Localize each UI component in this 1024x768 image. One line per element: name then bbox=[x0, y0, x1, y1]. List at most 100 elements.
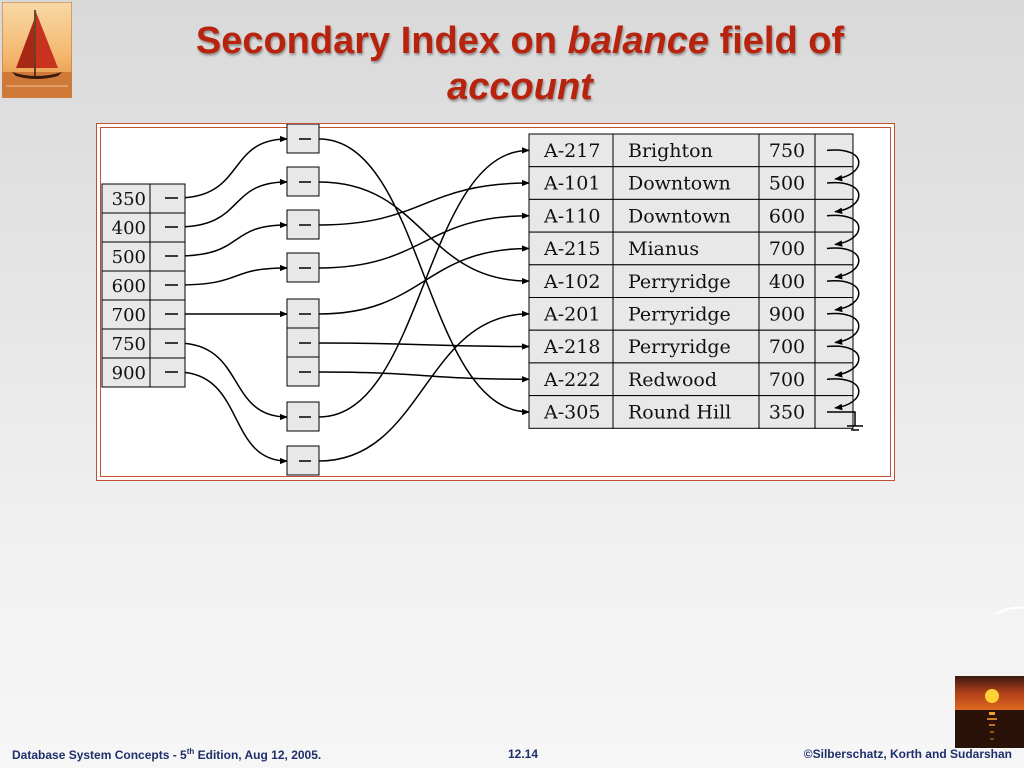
chain-arrow bbox=[826, 312, 860, 345]
account-number-text: A-110 bbox=[543, 205, 600, 227]
bucket-to-record-arrow bbox=[318, 310, 530, 462]
branch-name-cell bbox=[612, 395, 760, 429]
diagram-inner-border bbox=[100, 127, 891, 477]
index-key-label: 350 bbox=[112, 189, 146, 210]
balance-cell bbox=[758, 329, 816, 364]
account-number-text: A-222 bbox=[543, 369, 600, 391]
chain-arrow bbox=[826, 378, 860, 411]
branch-name-cell bbox=[612, 198, 760, 233]
pointer-chain bbox=[826, 149, 863, 431]
branch-name-text: Perryridge bbox=[628, 336, 731, 358]
chain-pointer-cell bbox=[814, 362, 854, 397]
account-number-text: A-102 bbox=[543, 271, 600, 293]
balance-cell bbox=[758, 133, 816, 168]
chain-arrow bbox=[826, 214, 860, 247]
index-key-label: 600 bbox=[112, 276, 146, 297]
balance-cell bbox=[758, 231, 816, 266]
bucket-to-record-arrow bbox=[318, 371, 530, 383]
chain-arrow bbox=[826, 149, 860, 182]
account-number-text: A-101 bbox=[543, 173, 600, 195]
branch-name-text: Perryridge bbox=[628, 271, 731, 293]
chain-arrow bbox=[826, 280, 860, 313]
index-to-bucket-arrow bbox=[176, 264, 288, 286]
pointer-curves bbox=[176, 135, 530, 465]
branch-name-text: Redwood bbox=[628, 369, 717, 391]
account-number-cell bbox=[528, 264, 614, 299]
bucket-to-record-arrow bbox=[318, 181, 530, 285]
balance-cell bbox=[758, 395, 816, 429]
sunset-thumbnail-icon bbox=[955, 676, 1024, 748]
footer-left-sup: th bbox=[186, 747, 195, 756]
chain-arrow bbox=[826, 247, 860, 280]
balance-text: 400 bbox=[769, 271, 805, 293]
footer-slide-number: 12.14 bbox=[508, 747, 539, 761]
index-key-label: 750 bbox=[112, 334, 146, 355]
branch-name-text: Downtown bbox=[628, 173, 731, 195]
footer-left-text: Database System Concepts - 5 bbox=[12, 748, 187, 762]
balance-text: 700 bbox=[769, 369, 805, 391]
index-pointer-cell bbox=[149, 357, 186, 388]
decorative-swoosh bbox=[996, 606, 1024, 615]
index-key-label: 400 bbox=[112, 218, 146, 239]
index-key-cell bbox=[101, 299, 151, 330]
bucket-to-record-arrow bbox=[318, 342, 530, 350]
index-key-label: 500 bbox=[112, 247, 146, 268]
account-number-cell bbox=[528, 198, 614, 233]
chain-pointer-cell bbox=[814, 166, 854, 200]
chain-arrow bbox=[826, 181, 860, 215]
index-key-cell bbox=[101, 212, 151, 243]
bucket-to-record-arrow bbox=[318, 245, 530, 315]
branch-name-text: Downtown bbox=[628, 205, 731, 227]
branch-name-cell bbox=[612, 231, 760, 266]
branch-name-text: Round Hill bbox=[628, 402, 731, 424]
footer-left-text-2: Edition, Aug 12, 2005. bbox=[194, 748, 322, 762]
sailboat-logo-icon bbox=[2, 2, 72, 98]
bucket-cells bbox=[286, 124, 320, 476]
index-to-bucket-arrow bbox=[176, 178, 288, 228]
balance-text: 700 bbox=[769, 238, 805, 260]
account-number-cell bbox=[528, 329, 614, 364]
balance-cell bbox=[758, 264, 816, 299]
index-to-bucket-arrow bbox=[176, 221, 288, 257]
account-number-cell bbox=[528, 395, 614, 429]
account-number-cell bbox=[528, 362, 614, 397]
account-number-text: A-218 bbox=[543, 336, 600, 358]
account-number-cell bbox=[528, 297, 614, 331]
branch-name-cell bbox=[612, 362, 760, 397]
balance-text: 700 bbox=[769, 336, 805, 358]
index-key-cell bbox=[101, 328, 151, 359]
branch-name-cell bbox=[612, 329, 760, 364]
title-text-balance: balance bbox=[567, 20, 710, 62]
title-text-2: field of bbox=[709, 20, 845, 62]
branch-name-cell bbox=[612, 297, 760, 331]
balance-text: 350 bbox=[769, 402, 805, 424]
index-key-label: 900 bbox=[112, 363, 146, 384]
branch-name-text: Mianus bbox=[628, 238, 699, 260]
slide-title: Secondary Index on balance field of acco… bbox=[80, 18, 960, 110]
index-to-bucket-arrow bbox=[176, 371, 288, 465]
title-text-1: Secondary Index on bbox=[195, 20, 568, 62]
balance-cell bbox=[758, 166, 816, 200]
index-key-cell bbox=[101, 183, 151, 214]
bucket-to-record-arrow bbox=[318, 138, 530, 416]
bucket-to-record-arrow bbox=[318, 147, 530, 418]
index-to-bucket-arrow bbox=[176, 342, 288, 421]
account-number-text: A-217 bbox=[543, 140, 600, 162]
account-number-cell bbox=[528, 231, 614, 266]
null-pointer-line bbox=[827, 411, 856, 426]
balance-text: 600 bbox=[769, 205, 805, 227]
branch-name-text: Brighton bbox=[628, 140, 713, 162]
account-number-text: A-215 bbox=[543, 238, 600, 260]
index-key-cell bbox=[101, 357, 151, 388]
branch-name-text: Perryridge bbox=[628, 304, 731, 326]
balance-text: 750 bbox=[769, 140, 805, 162]
bucket-to-record-arrow bbox=[318, 179, 530, 226]
account-number-text: A-201 bbox=[543, 304, 600, 326]
footer-book-title: Database System Concepts - 5th Edition, … bbox=[12, 747, 321, 762]
branch-name-cell bbox=[612, 133, 760, 168]
index-to-bucket-arrow bbox=[176, 135, 288, 199]
